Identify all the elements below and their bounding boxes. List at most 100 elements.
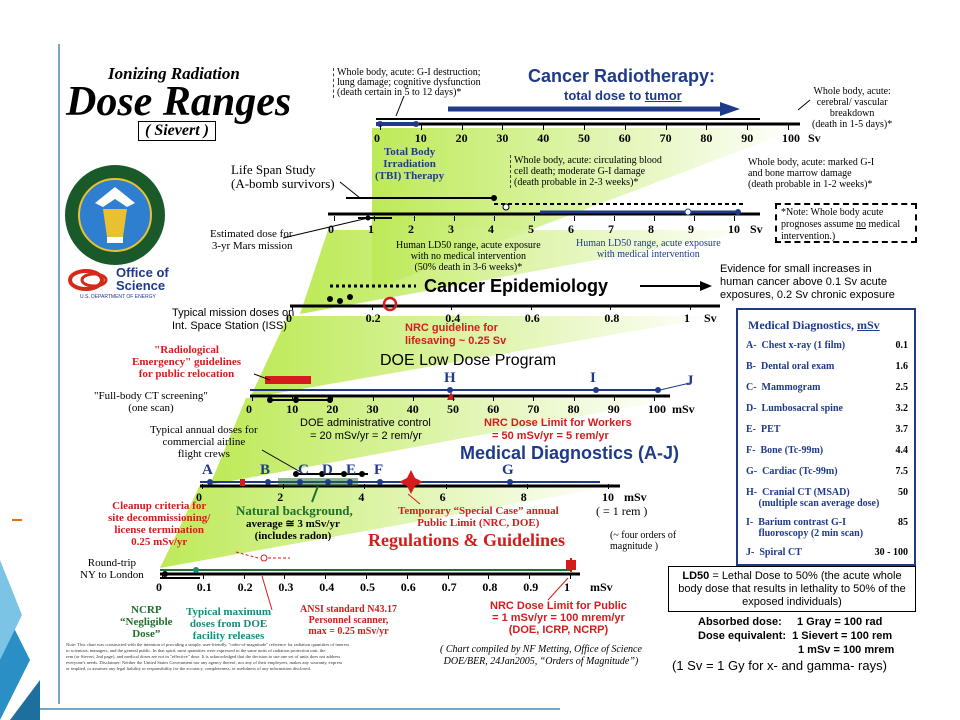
axis-tick-label: 4 [488, 222, 494, 236]
footer-note: Note: This chart was constructed with th… [66, 642, 349, 671]
axis-tick-mark [366, 574, 367, 579]
diagnostic-procedure: I- Barium contrast G-I fluoroscopy (2 mi… [746, 517, 864, 539]
round-trip-label: Round-trip NY to London [80, 557, 144, 581]
diagnostic-dose-value: 0.1 [895, 340, 909, 351]
axis-tick-mark [665, 125, 667, 130]
ncrp-negligible-label: NCRP “Negligible Dose” [120, 604, 173, 640]
axis-tick-mark [533, 396, 535, 401]
airline-crews-label: Typical annual doses for commercial airl… [150, 424, 258, 460]
units-msv-mrem: 1 mSv = 100 mrem [798, 644, 895, 656]
low-dose-letter-h: H [444, 370, 456, 386]
note-gi-destruction: Whole body, acute: G-I destruction; lung… [333, 68, 481, 98]
radiotherapy-title: Cancer Radiotherapy: [528, 66, 716, 86]
life-span-study-label: Life Span Study (A-bomb survivors) [231, 162, 335, 191]
diagnostic-procedure: E- PET [746, 424, 781, 435]
office-of-science-line1: Office of [116, 265, 169, 280]
axis-tick-label: 9 [688, 222, 694, 236]
axis-tick-mark [453, 396, 454, 401]
axis-tick-label: 3 [448, 222, 454, 236]
axis-tick-label: 50 [447, 402, 459, 416]
axis-tick-label: 5 [528, 222, 534, 236]
axis-tick-mark [412, 396, 414, 401]
axis-tick-mark [454, 216, 455, 221]
axis-tick-label: 40 [406, 402, 419, 416]
natural-background-line2: average ≅ 3 mSv/yr (includes radon) [246, 518, 340, 542]
axis-tick-mark [284, 574, 286, 579]
medical-diagnostics-axis-title: Medical Diagnostics (A-J) [460, 443, 680, 463]
axis-tick-mark [573, 396, 575, 401]
axis-tick-label: 0 [246, 402, 252, 416]
axis-unit-label: Sv [704, 311, 717, 325]
axis-tick-label: 80 [700, 131, 713, 145]
footer-compiled-by: ( Chart compiled by NF Metting, Office o… [440, 644, 642, 667]
axis-tick-mark [570, 574, 571, 579]
axis-unit-label: mSv [624, 490, 647, 504]
diagnostic-dose-value: 4.4 [895, 445, 909, 456]
axis-tick-label: 70 [659, 131, 672, 145]
axis-tick-mark [584, 125, 585, 130]
office-of-science-logo-icon [68, 269, 108, 291]
emergency-guidelines-label: "Radiological Emergency" guidelines for … [132, 344, 242, 380]
medical-diagnostics-table: Medical Diagnostics, mSv A- Chest x-ray … [736, 308, 916, 566]
axis-tick-label: 20 [455, 131, 468, 145]
diagnostic-dose-value: 3.2 [895, 403, 909, 414]
axis-tick-label: 0.8 [482, 580, 498, 594]
diagnostic-procedure: D- Lumbosacral spine [746, 403, 843, 414]
diagnostic-dose-value: 85 [898, 517, 908, 528]
axis-tick-mark [374, 216, 375, 221]
special-case-limit-label: Temporary “Special Case” annual Public L… [398, 505, 559, 529]
axis-tick-label: 1 [684, 311, 690, 325]
axis-tick-mark [613, 396, 615, 401]
diagnostic-procedure: C- Mammogram [746, 382, 821, 393]
axis-tick-mark [414, 216, 415, 221]
axis-tick-label: 0.9 [523, 580, 539, 594]
axis-tick-mark [747, 125, 749, 130]
ld50-with-intervention-label: Human LD50 range, acute exposure with me… [576, 238, 721, 260]
axis-tick-mark [371, 305, 373, 310]
mars-mission-label: Estimated dose for 3-yr Mars mission [210, 228, 293, 252]
axis-tick-mark [494, 216, 495, 221]
cleanup-criteria-label: Cleanup criteria for site decommissionin… [108, 500, 211, 548]
low-dose-program-title: DOE Low Dose Program [380, 352, 557, 369]
axis-tick-label: 90 [607, 402, 620, 416]
axis-tick-label: 0.7 [441, 580, 457, 594]
axis-tick-label: 0 [374, 131, 380, 145]
axis-tick-mark [202, 484, 203, 489]
axis-tick-mark [654, 216, 655, 221]
one-rem-label: ( = 1 rem ) [596, 504, 648, 518]
doe-seal-icon [65, 165, 165, 265]
nrc-workers-line2: = 50 mSv/yr = 5 rem/yr [492, 430, 609, 442]
axis-tick-mark [364, 484, 366, 489]
axis-tick-label: 60 [487, 402, 500, 416]
axis-tick-mark [445, 484, 447, 489]
orders-of-magnitude-label: (~ four orders of magnitude ) [610, 530, 677, 552]
medical-axis-letter-g: G [502, 462, 514, 478]
axis-tick-mark [543, 125, 545, 130]
axis-tick-label: 10 [602, 490, 614, 504]
axis-tick-label: 1 [564, 580, 570, 594]
axis-tick-label: 100 [782, 131, 800, 145]
evidence-cancer-label: Evidence for small increases in human ca… [720, 263, 895, 301]
nrc-workers-line1: NRC Dose Limit for Workers [484, 417, 632, 429]
axis-tick-mark [292, 396, 294, 401]
units-sv-gy: (1 Sv = 1 Gy for x- and gamma- rays) [672, 658, 887, 673]
medical-axis-letter-f: F [374, 462, 384, 478]
office-of-science-line2: Science [116, 278, 166, 293]
axis-tick-mark [624, 125, 626, 130]
axis-tick-label: 0.6 [400, 580, 416, 594]
axis-tick-mark [461, 125, 463, 130]
diagnostic-dose-value: 7.5 [895, 466, 909, 477]
axis-tick-mark [406, 574, 408, 579]
regulations-guidelines-title: Regulations & Guidelines [368, 530, 566, 550]
axis-tick-label: 40 [537, 131, 550, 145]
axis-tick-mark [608, 484, 609, 489]
note-blood-cell-death: Whole body, acute: circulating blood cel… [510, 155, 662, 188]
axis-tick-mark [252, 396, 253, 401]
full-body-ct-label: "Full-body CT screening" (one scan) [94, 390, 208, 414]
axis-tick-mark [690, 305, 691, 310]
diagnostic-procedure: B- Dental oral exam [746, 361, 835, 372]
